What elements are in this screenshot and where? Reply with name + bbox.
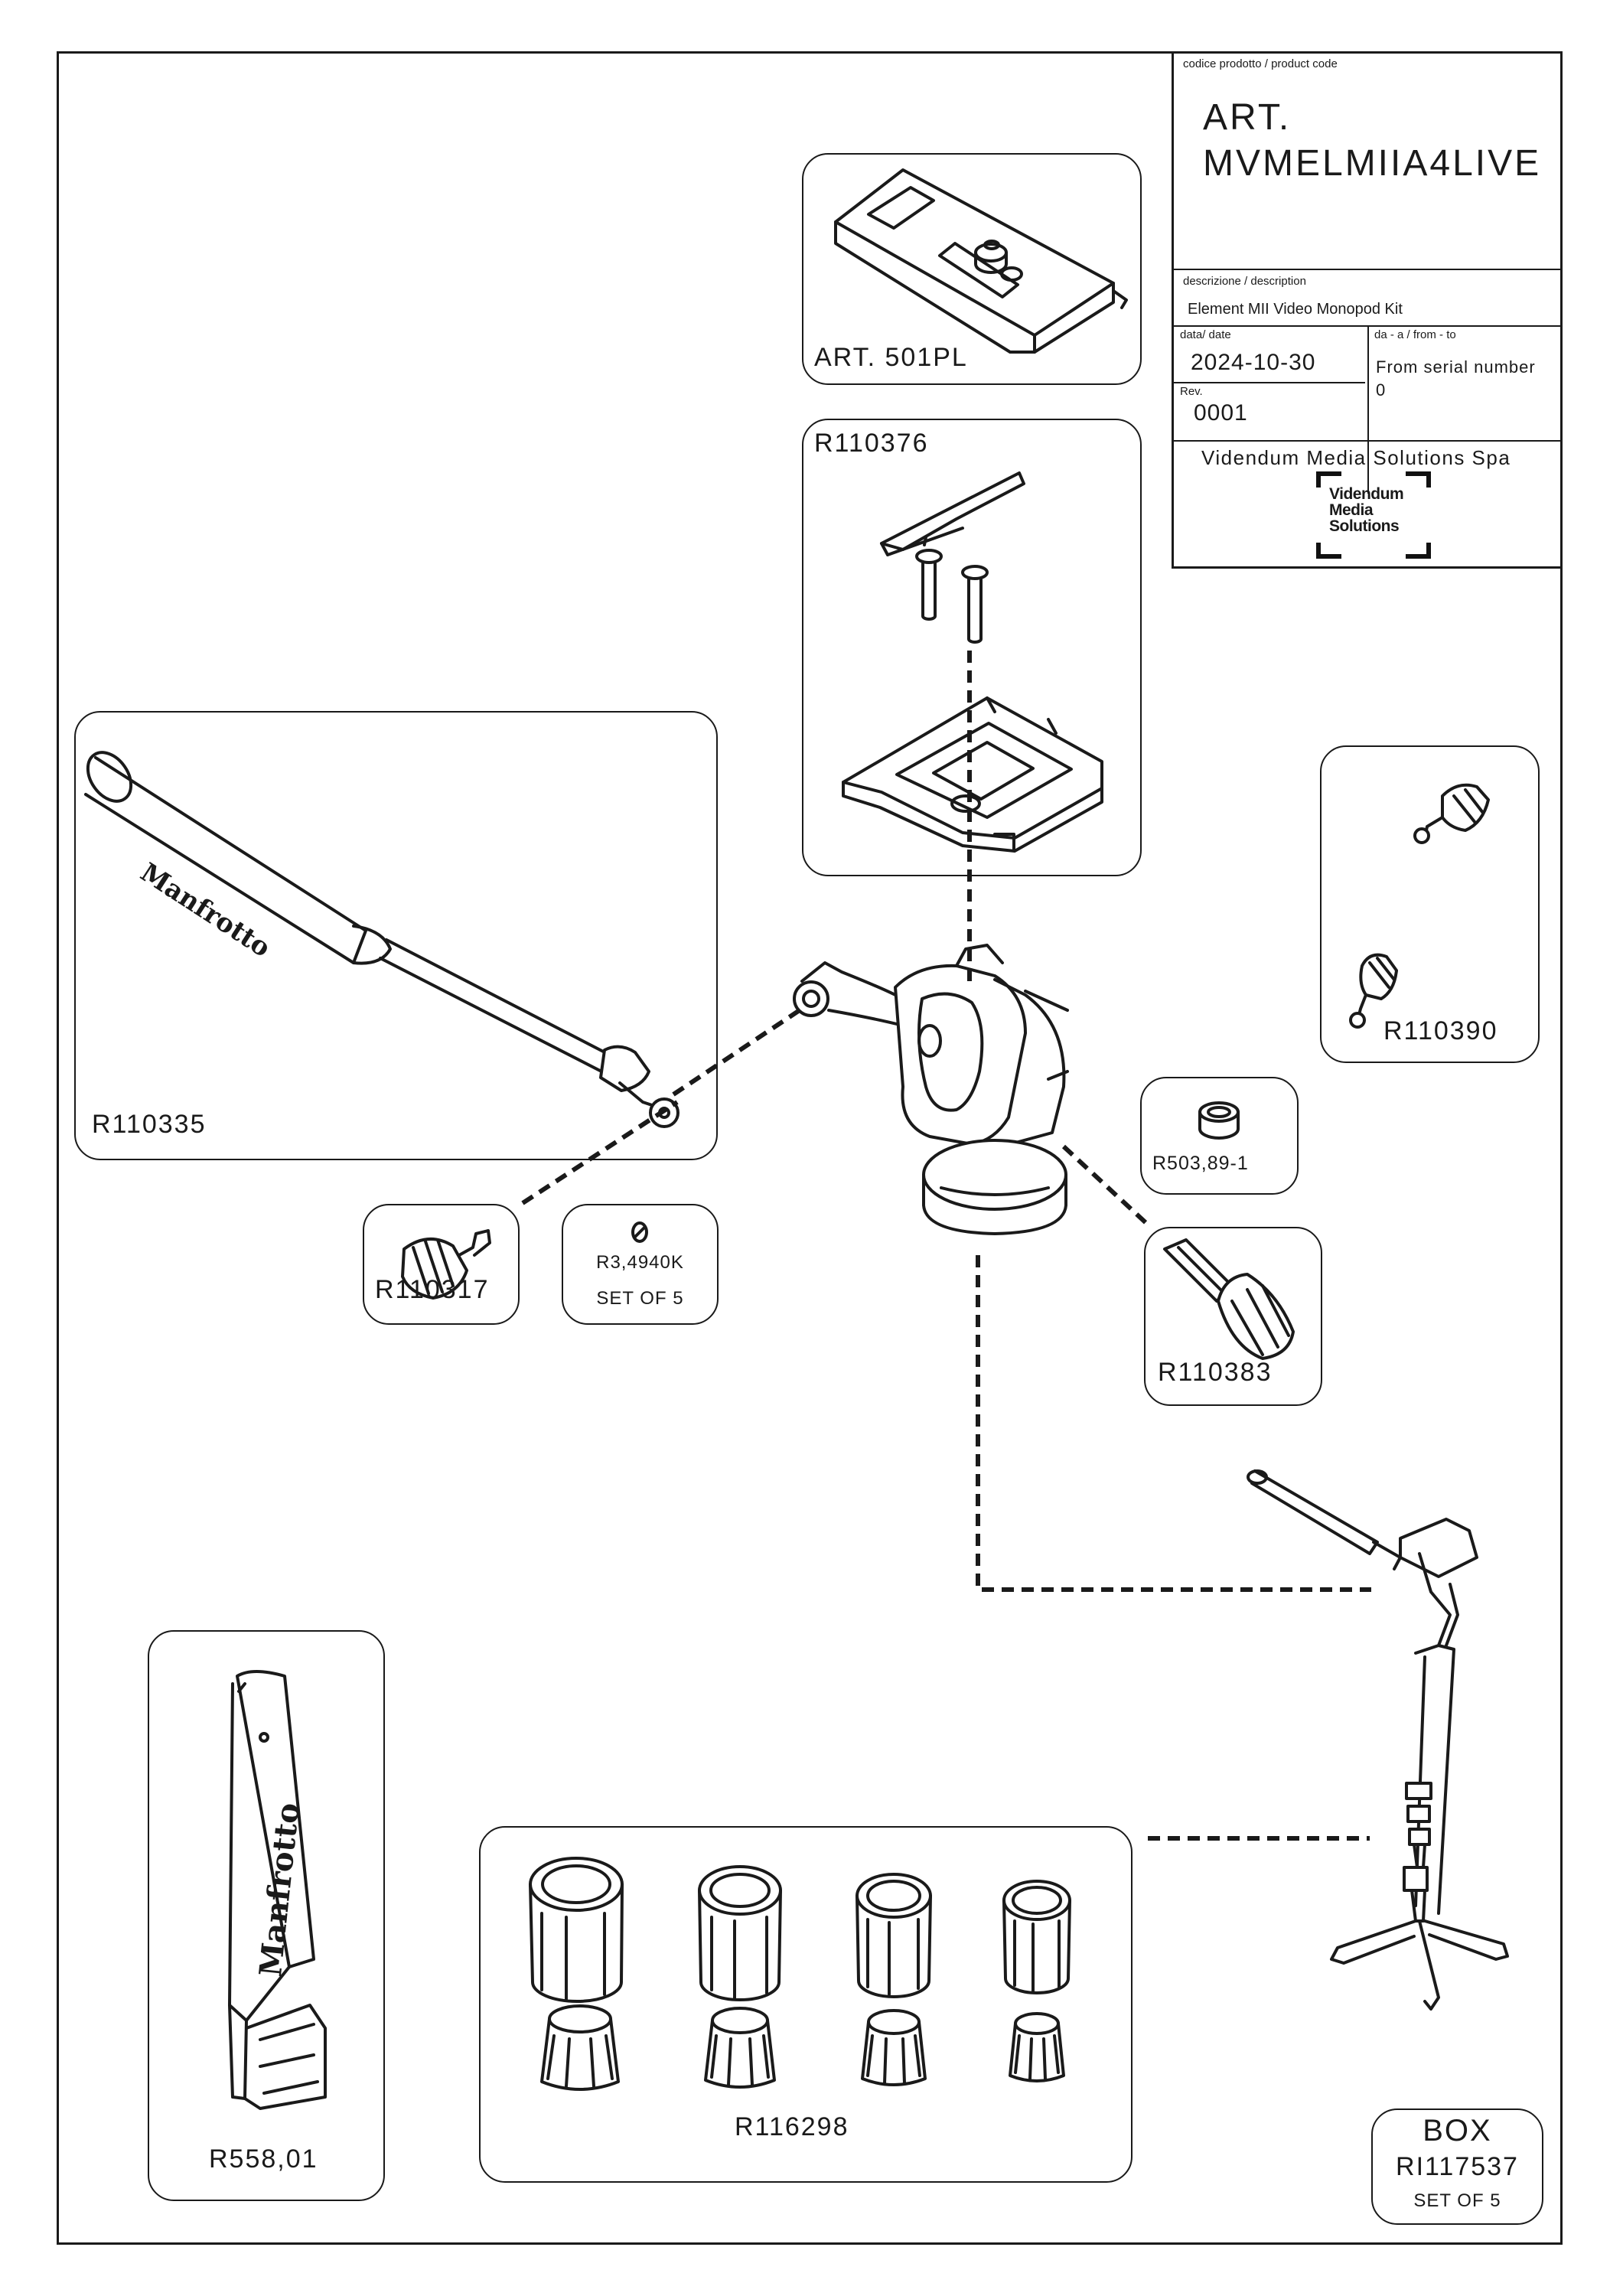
label-knob-small: R110317 <box>375 1275 490 1304</box>
bushing-drawing <box>1198 1101 1240 1140</box>
strap-drawing <box>228 1670 327 2110</box>
product-code-caption: codice prodotto / product code <box>1183 57 1338 70</box>
box-bushing <box>1140 1077 1299 1195</box>
label-quick-plate: ART. 501PL <box>814 343 968 372</box>
label-screw: R3,4940K <box>596 1252 684 1273</box>
pan-bar-drawing <box>84 751 680 1128</box>
logo-text-1: Videndum <box>1329 485 1404 503</box>
box-knob-small <box>363 1204 520 1325</box>
screw-drawing <box>631 1221 648 1243</box>
art-code: MVMELMIIA4LIVE <box>1203 143 1542 184</box>
label-bushing: R503,89-1 <box>1152 1153 1249 1174</box>
box-screw <box>562 1204 719 1325</box>
label-screw-set: SET OF 5 <box>596 1288 684 1309</box>
label-box-code: RI117537 <box>1396 2152 1519 2181</box>
from-to-value: From serial number <box>1376 357 1536 377</box>
label-strap: R558,01 <box>209 2144 318 2174</box>
box-pan-bar <box>74 711 718 1160</box>
leg-locks-drawing <box>529 1857 1071 2091</box>
label-lock-knobs: R110390 <box>1383 1016 1498 1045</box>
box-lock-knobs <box>1320 745 1540 1063</box>
label-box-set: SET OF 5 <box>1413 2190 1501 2211</box>
logo-text-2: Media <box>1329 501 1374 519</box>
label-leg-locks: R116298 <box>735 2112 849 2141</box>
box-strap <box>148 1630 385 2201</box>
label-box-title: BOX <box>1423 2114 1492 2148</box>
rev: 0001 <box>1194 400 1248 426</box>
date-caption: data/ date <box>1180 328 1231 341</box>
art-prefix: ART. <box>1203 97 1292 138</box>
description-caption: descrizione / description <box>1183 275 1306 288</box>
box-knob-large <box>1144 1227 1322 1406</box>
lock-knobs-drawing <box>1349 783 1490 1029</box>
label-knob-large: R110383 <box>1158 1358 1273 1387</box>
company-name: Videndum Media Solutions Spa <box>1201 446 1511 469</box>
label-plate-clamp: R110376 <box>814 429 929 458</box>
from-to-caption: da - a / from - to <box>1374 328 1456 341</box>
plate-clamp-drawing <box>842 471 1103 853</box>
quick-plate-drawing <box>834 168 1128 354</box>
date: 2024-10-30 <box>1191 350 1316 375</box>
company-logo <box>1316 471 1431 559</box>
fluid-head-drawing <box>793 944 1069 1235</box>
rev-caption: Rev. <box>1180 385 1203 398</box>
box-spare-box <box>1371 2108 1543 2225</box>
from-to-serial: 0 <box>1376 380 1386 400</box>
drawing-frame <box>57 51 1563 2245</box>
box-leg-locks <box>479 1826 1133 2183</box>
box-quick-plate <box>802 153 1142 385</box>
monopod-drawing <box>1247 1469 1509 2011</box>
logo-text-3: Solutions <box>1329 517 1400 535</box>
leader-lines <box>521 651 1371 1841</box>
knob-large-drawing <box>1163 1238 1295 1360</box>
description: Element MII Video Monopod Kit <box>1188 301 1403 318</box>
knob-small-drawing <box>401 1229 491 1300</box>
title-block: codice prodotto / product code ART. MVME… <box>1172 51 1563 569</box>
label-pan-bar: R110335 <box>92 1110 207 1139</box>
